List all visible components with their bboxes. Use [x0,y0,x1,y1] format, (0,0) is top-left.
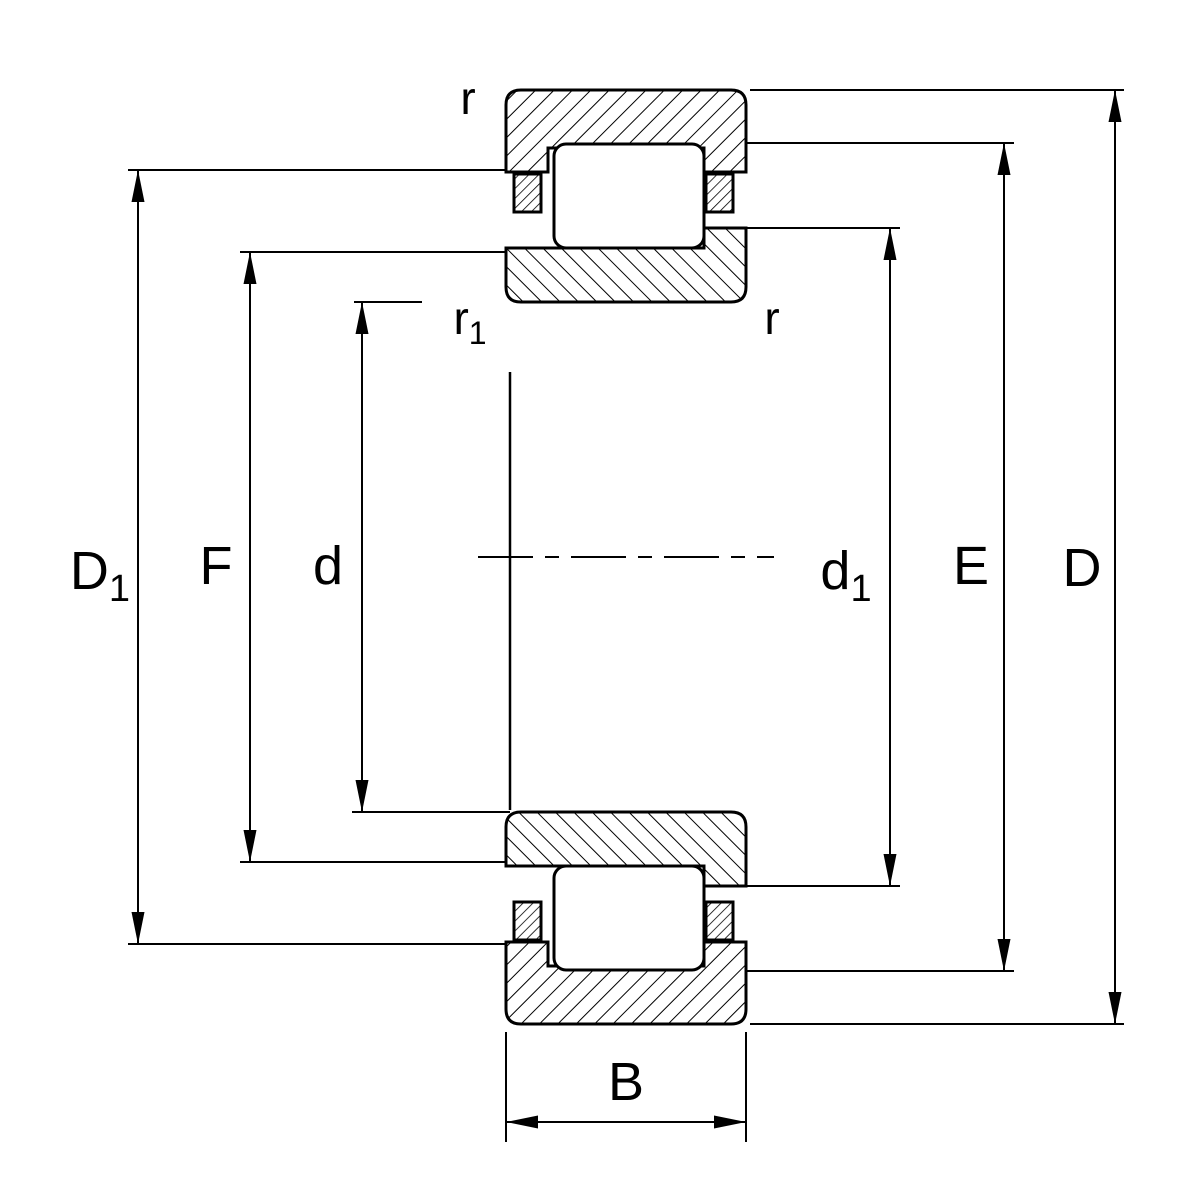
arrowhead-down [243,830,257,862]
label-r-outer: r [460,72,475,124]
outer-ring-bottom [504,940,748,1026]
inner-ring-top [504,226,748,304]
cage-bottom-left [512,900,543,942]
arrowhead-down [355,780,369,812]
label-E: E [953,536,989,596]
dimension-D1 [128,169,506,945]
dimension-d1 [746,227,900,887]
arrowhead-up [355,302,369,334]
arrowhead-down [883,854,897,886]
arrowhead-up [997,143,1011,175]
label-d: d [313,536,343,596]
label-r-inner: r [764,292,779,344]
inner-ring-bottom [504,810,748,888]
arrowhead-down [1108,992,1122,1024]
dimension-E [746,142,1014,972]
label-d1: d1 [820,541,871,610]
outer-ring-top [504,88,748,174]
cage-top-left [512,172,543,214]
bearing-top-section [504,88,748,304]
arrowhead-left [506,1115,538,1129]
label-D: D [1063,538,1102,598]
dimension-d [352,301,510,813]
label-F: F [200,536,233,596]
label-B: B [608,1052,644,1112]
dimension-B [505,1032,747,1142]
arrowhead-up [1108,90,1122,122]
arrowhead-down [131,912,145,944]
arrowhead-up [131,170,145,202]
bearing-bottom-section [504,810,748,1026]
dimension-D [750,89,1124,1025]
roller-bottom [552,864,706,972]
label-r1: r1 [453,292,486,351]
arrowhead-up [883,228,897,260]
cage-bottom-right [704,900,735,942]
arrowhead-up [243,252,257,284]
arrowhead-right [714,1115,746,1129]
dimension-F [240,251,506,863]
roller-top [552,142,706,250]
arrowhead-down [997,939,1011,971]
cage-top-right [704,172,735,214]
label-D1: D1 [70,541,130,610]
